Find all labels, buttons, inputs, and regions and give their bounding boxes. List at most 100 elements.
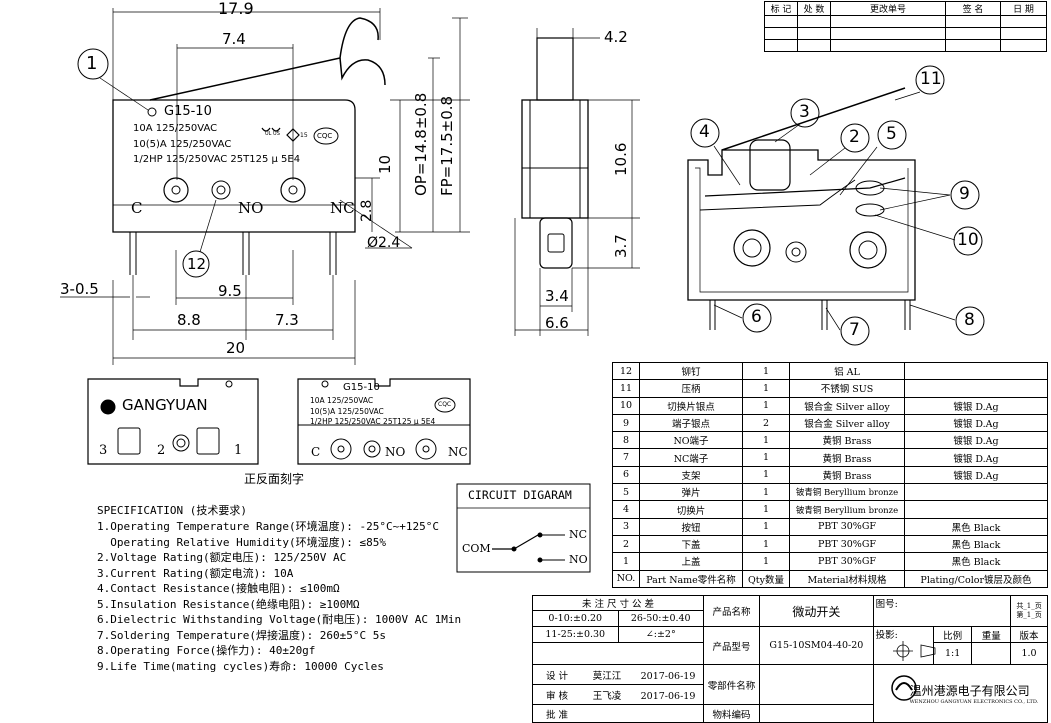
part-name: 切换片 (639, 500, 743, 519)
terminal-c-label: C (131, 199, 143, 217)
drawing-no-label: 图号: (872, 595, 1012, 627)
dim-10: 10 (376, 154, 394, 174)
part-qty: 1 (742, 534, 790, 554)
header-no: NO. (612, 569, 640, 588)
part-material: 铝 AL (789, 361, 905, 381)
callout-12-label: 12 (187, 255, 207, 273)
part-no: 12 (612, 361, 640, 381)
part-name: NO端子 (639, 431, 743, 450)
section-view-callout-circles (690, 65, 985, 346)
design-label: 设 计 (545, 670, 569, 682)
rev-header: 日 期 (1000, 1, 1047, 16)
callout-6: 6 (751, 307, 762, 327)
spec-line: 7.Soldering Temperature(焊接温度): 260±5°C 5… (97, 629, 387, 642)
rating-line-1: 10A 125/250VAC (133, 123, 218, 134)
callout-2: 2 (849, 127, 860, 147)
section-view-outline (687, 87, 916, 330)
circuit-title: CIRCUIT DIGARAM (468, 488, 572, 502)
views-caption: 正反面刻字 (244, 472, 305, 486)
dim-10-6: 10.6 (612, 142, 630, 176)
product-name: 微动开关 (759, 595, 874, 627)
dim-8-8: 8.8 (177, 311, 201, 329)
part-name: 压柄 (639, 379, 743, 398)
part-no: 3 (612, 517, 640, 536)
part-plating: 黑色 Black (904, 517, 1048, 536)
circuit-no: NO (569, 553, 588, 566)
back-terminal-c: C (311, 445, 321, 459)
part-name: 支架 (639, 465, 743, 485)
tolerance-2: 26-50:±0.40 (617, 610, 704, 627)
main-view-dimensions (60, 8, 470, 365)
part-no: 9 (612, 413, 640, 433)
part-material: 银合金 Silver alloy (789, 396, 905, 415)
version-label: 版本 (1010, 626, 1048, 643)
part-qty: 1 (742, 517, 790, 536)
part-material: 黄铜 Brass (789, 431, 905, 450)
weight-label: 重量 (971, 626, 1012, 643)
callout-3: 3 (799, 102, 810, 122)
brand-label: GANGYUAN (122, 396, 208, 414)
spec-line: 4.Contact Resistance(接触电阻): ≤100mΩ (97, 582, 340, 595)
ul-mark: UL US (265, 131, 280, 137)
dim-3-0-5: 3-0.5 (60, 280, 99, 298)
side-view-dimensions (514, 28, 640, 336)
projection-label: 投影: (872, 626, 934, 665)
part-plating: 镀银 D.Ag (904, 465, 1048, 485)
tolerance-title: 未 注 尺 寸 公 差 (532, 595, 704, 611)
part-no: 1 (612, 552, 640, 571)
callout-9: 9 (959, 184, 970, 204)
product-model: G15-10SM04-40-20 (759, 626, 874, 665)
back-terminal-nc: NC (448, 445, 468, 459)
back-rating-2: 10(5)A 125/250VAC (310, 407, 384, 416)
spec-line: 8.Operating Force(操作力): 40±20gf (97, 644, 316, 657)
front-view-outline (87, 378, 259, 465)
part-no: 7 (612, 448, 640, 467)
callout-1-circle (77, 48, 109, 80)
dim-3-4: 3.4 (545, 287, 569, 305)
part-material: 不锈钢 SUS (789, 379, 905, 398)
callout-7: 7 (849, 320, 860, 340)
part-plating (904, 483, 1048, 502)
dim-3-7: 3.7 (612, 234, 630, 258)
dim-20: 20 (226, 339, 246, 357)
title-block: 未 注 尺 寸 公 差 产品名称 微动开关 图号: 共_1_页 第_1_页 0-… (532, 595, 1049, 723)
part-name-label: 零部件名称 (702, 664, 761, 705)
part-plating: 镀银 D.Ag (904, 448, 1048, 467)
product-name-label: 产品名称 (702, 595, 761, 627)
part-name: 弹片 (639, 483, 743, 502)
dim-2-8: 2.8 (359, 199, 375, 222)
part-material: 铍青铜 Beryllium bronze (789, 500, 905, 519)
cqc-mark: CQC (317, 132, 333, 140)
design-date: 2017-06-19 (640, 670, 696, 682)
part-qty: 1 (742, 483, 790, 502)
terminal-nc-label: NC (330, 199, 355, 217)
dim-7-4: 7.4 (222, 30, 246, 48)
back-rating-1: 10A 125/250VAC (310, 396, 374, 405)
part-plating (904, 361, 1048, 381)
circuit-com: COM (462, 542, 491, 555)
part-plating: 镀银 D.Ag (904, 396, 1048, 415)
version-value: 1.0 (1010, 642, 1048, 665)
part-material: 黄铜 Brass (789, 448, 905, 467)
company-name: 温州港源电子有限公司 (909, 684, 1030, 698)
part-name: 切换片银点 (639, 396, 743, 415)
pin-2-label: 2 (157, 443, 166, 458)
dim-fp: FP=17.5±0.8 (438, 95, 456, 196)
sheet-total: 共_1_页 (1016, 601, 1042, 610)
header-material: Material材料规格 (789, 569, 905, 588)
model-label: G15-10 (164, 104, 212, 119)
part-name: 上盖 (639, 552, 743, 571)
part-material: PBT 30%GF (789, 552, 905, 571)
part-no: 2 (612, 534, 640, 554)
rev-header: 更改单号 (830, 1, 946, 16)
company-name-en: WENZHOU GANGYUAN ELECTRONICS CO., LTD. (909, 699, 1039, 705)
pin-3-label: 3 (99, 443, 108, 458)
spec-line: 5.Insulation Resistance(绝缘电阻): ≥100MΩ (97, 598, 360, 611)
approve-label: 批 准 (545, 709, 569, 721)
tolerance-1: 0-10:±0.20 (532, 610, 619, 627)
